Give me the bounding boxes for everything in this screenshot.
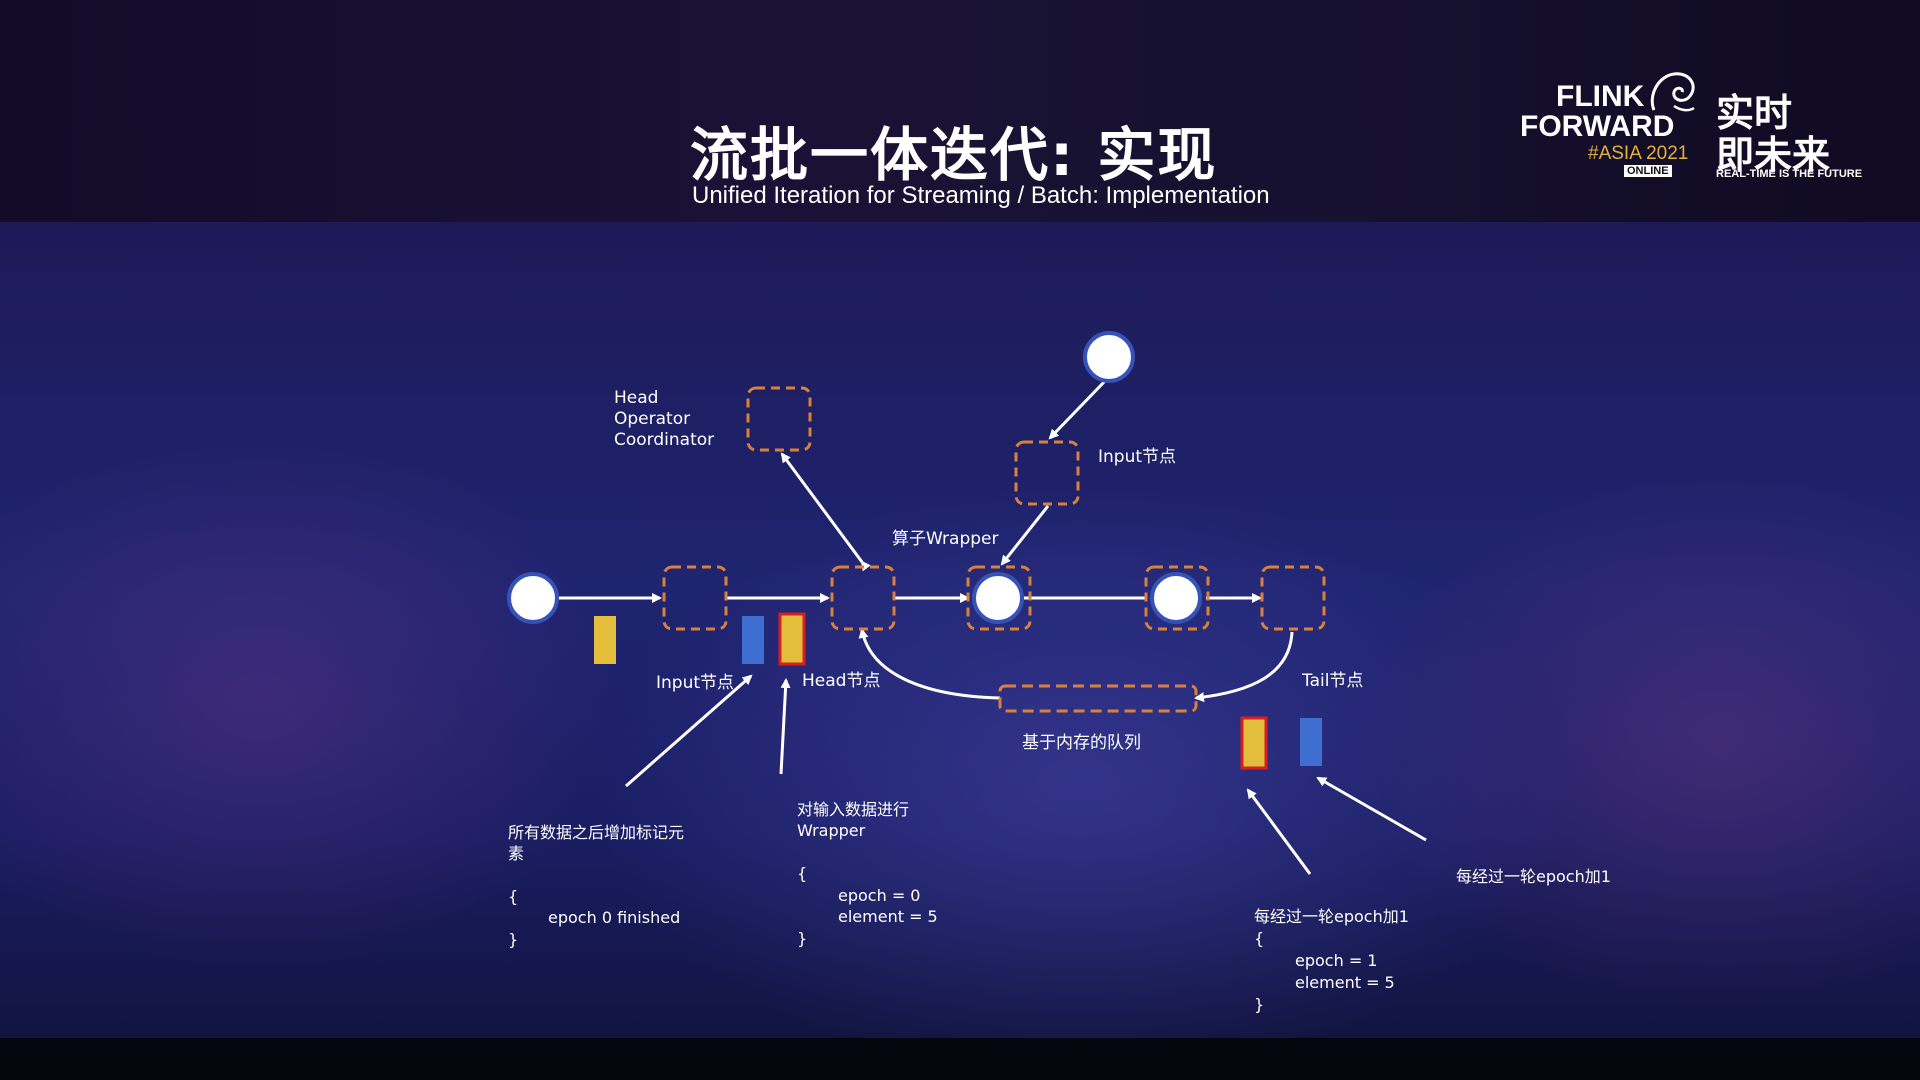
head-coordinator-label-1: Head [614, 388, 659, 408]
wrap-annotation-brace-close: } [797, 929, 808, 948]
memory-queue-box [998, 684, 1198, 713]
logo-line1: FLINK [1556, 80, 1645, 113]
squirrel-icon [1650, 72, 1695, 112]
operator-wrapper-box-1 [966, 565, 1032, 631]
edge-input-top-to-op1 [1000, 505, 1050, 566]
edge-tail-to-queue [1194, 631, 1294, 703]
header-band [0, 0, 1920, 222]
edge-queue-to-head [858, 628, 1001, 700]
marker-annotation-brace-open: { [508, 887, 519, 906]
marker-annotation-title-1: 所有数据之后增加标记元 [508, 823, 685, 842]
pointer-tail-right [1316, 776, 1427, 842]
head-coordinator-label-3: Coordinator [614, 430, 715, 450]
head-coordinator-label-2: Operator [614, 409, 691, 429]
tail-left-annotation-brace-close: } [1254, 995, 1265, 1014]
pointer-wrap [779, 678, 791, 775]
input-node-box [662, 565, 728, 631]
element-blue-tail [1300, 718, 1322, 766]
input-node-top-box [1014, 440, 1080, 506]
data-elements [594, 612, 1322, 770]
tail-right-annotation-title: 每经过一轮epoch加1 [1456, 867, 1611, 886]
element-wrapped-epoch0 [778, 612, 806, 666]
coordinator-box [746, 386, 812, 452]
element-yellow [594, 616, 616, 664]
tail-left-annotation-epoch: epoch = 1 [1295, 951, 1378, 970]
slide-subtitle: Unified Iteration for Streaming / Batch:… [692, 182, 1270, 209]
wrap-annotation-element: element = 5 [838, 907, 938, 926]
tail-node-box [1260, 565, 1326, 631]
marker-annotation-title-2: 素 [508, 844, 525, 863]
logo-line2: FORWARD [1520, 110, 1675, 143]
content-background [0, 222, 1920, 1038]
edges [557, 378, 1427, 875]
logo-line3: #ASIA 2021 [1588, 143, 1689, 164]
input-node-label: Input节点 [656, 673, 735, 693]
logo-cn-line2: 即未来 [1716, 133, 1831, 177]
wrap-annotation-title-1: 对输入数据进行 [797, 800, 910, 819]
pointer-marker [625, 674, 753, 788]
wrap-annotation-epoch: epoch = 0 [838, 886, 921, 905]
edge-coordinator-head [780, 452, 871, 572]
edge-source-top-to-input [1048, 378, 1108, 440]
wrap-annotation-title-2: Wrapper [797, 821, 866, 840]
source-node-top [1083, 331, 1135, 383]
operator-node-2 [1150, 572, 1202, 624]
slide-title: 流批一体迭代: 实现 [690, 121, 1218, 189]
head-node-label: Head节点 [802, 671, 881, 691]
tail-left-annotation-title: 每经过一轮epoch加1 [1254, 907, 1409, 926]
head-node-box [830, 565, 896, 631]
tail-left-annotation-brace-open: { [1254, 929, 1265, 948]
logo-tagline: REAL-TIME IS THE FUTURE [1716, 168, 1863, 180]
logo-cn-line1: 实时 [1716, 91, 1793, 135]
wrap-annotation-brace-open: { [797, 864, 808, 883]
operator-node-1 [972, 572, 1024, 624]
logo-badge: ONLINE [1624, 165, 1672, 177]
operator-wrapper-box-2 [1144, 565, 1210, 631]
operator-nodes [507, 331, 1202, 624]
memory-queue-label: 基于内存的队列 [1022, 733, 1141, 753]
element-wrapped-epoch1 [1240, 716, 1268, 770]
operator-wrapper-label: 算子Wrapper [892, 529, 999, 549]
element-blue-marker [742, 616, 764, 664]
input-node-top-label: Input节点 [1098, 447, 1177, 467]
source-node-left [507, 572, 559, 624]
wrapper-boxes [662, 386, 1326, 713]
tail-left-annotation-element: element = 5 [1295, 973, 1395, 992]
marker-annotation-brace-close: } [508, 930, 519, 949]
footer-band [0, 1038, 1920, 1080]
marker-annotation-content: epoch 0 finished [548, 908, 681, 927]
tail-node-label: Tail节点 [1302, 671, 1364, 691]
pointer-tail-left [1246, 788, 1312, 875]
